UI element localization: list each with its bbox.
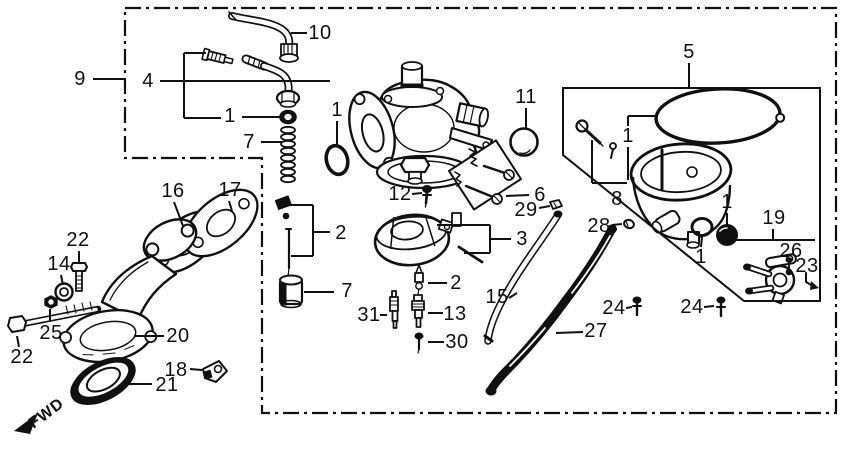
screw-12-drawing bbox=[422, 185, 432, 208]
insulator-17-drawing bbox=[183, 188, 259, 258]
carburetor-body-drawing bbox=[348, 61, 493, 190]
float-valve-drawing bbox=[414, 264, 424, 295]
screw-30-drawing bbox=[414, 332, 424, 354]
needle-set-drawing bbox=[274, 195, 292, 277]
hose-27-drawing bbox=[485, 224, 617, 396]
arrow-23-drawing bbox=[805, 272, 819, 290]
leader-line-14 bbox=[60, 274, 64, 286]
slow-jet-drawing bbox=[389, 290, 399, 329]
screw-8-drawing bbox=[575, 119, 604, 147]
screw-24-right-drawing bbox=[716, 296, 726, 318]
bolt-22-upper-drawing bbox=[70, 262, 88, 292]
leader-line-6 bbox=[505, 194, 530, 197]
leader-line-1e bbox=[700, 236, 703, 248]
plunger-drawing bbox=[278, 274, 304, 309]
leader-line-16 bbox=[173, 201, 184, 227]
bowl-oring-drawing bbox=[690, 217, 714, 237]
leader-line-17 bbox=[228, 200, 233, 212]
needle-jet-drawing bbox=[411, 294, 425, 328]
float-bowl-drawing bbox=[629, 142, 733, 249]
leader-line-29 bbox=[538, 205, 551, 209]
clip-28-drawing bbox=[623, 218, 635, 230]
float-drawing bbox=[373, 212, 484, 267]
leader-line-27 bbox=[555, 331, 584, 334]
bowl-gasket-drawing bbox=[654, 87, 786, 145]
cable-adjuster-drawing bbox=[201, 47, 234, 65]
stay-18-drawing bbox=[202, 360, 228, 383]
leader-line-15 bbox=[508, 292, 518, 299]
spring-drawing bbox=[280, 125, 296, 184]
fwd-arrow-icon bbox=[14, 413, 38, 434]
cable-guide-pipe-drawing bbox=[228, 11, 299, 63]
choke-ball-drawing bbox=[509, 127, 539, 157]
leader-line-18 bbox=[189, 368, 203, 371]
gasket-21-drawing bbox=[70, 357, 136, 405]
collar-14-drawing bbox=[54, 282, 74, 302]
border-subassembly-box-5 bbox=[562, 87, 821, 302]
oring-drawing bbox=[324, 143, 350, 177]
clip-29-drawing bbox=[549, 199, 563, 210]
gasket-kit-drawing bbox=[447, 139, 523, 211]
nut-25-drawing bbox=[44, 295, 58, 309]
pin-1-drawing bbox=[609, 142, 617, 159]
leader-line-24b bbox=[703, 305, 715, 308]
screw-24-left-drawing bbox=[632, 296, 642, 317]
screw-26-drawing bbox=[785, 257, 793, 276]
leader-line-12 bbox=[411, 192, 423, 195]
manifold-drawing bbox=[59, 218, 198, 364]
leader-line-28 bbox=[611, 223, 623, 226]
bolt-22-lower-drawing bbox=[7, 301, 102, 333]
leader-line-22b bbox=[16, 335, 20, 348]
border-outer-assembly bbox=[123, 6, 838, 415]
hose-15-drawing bbox=[483, 210, 563, 345]
leader-line-24a bbox=[625, 306, 633, 309]
